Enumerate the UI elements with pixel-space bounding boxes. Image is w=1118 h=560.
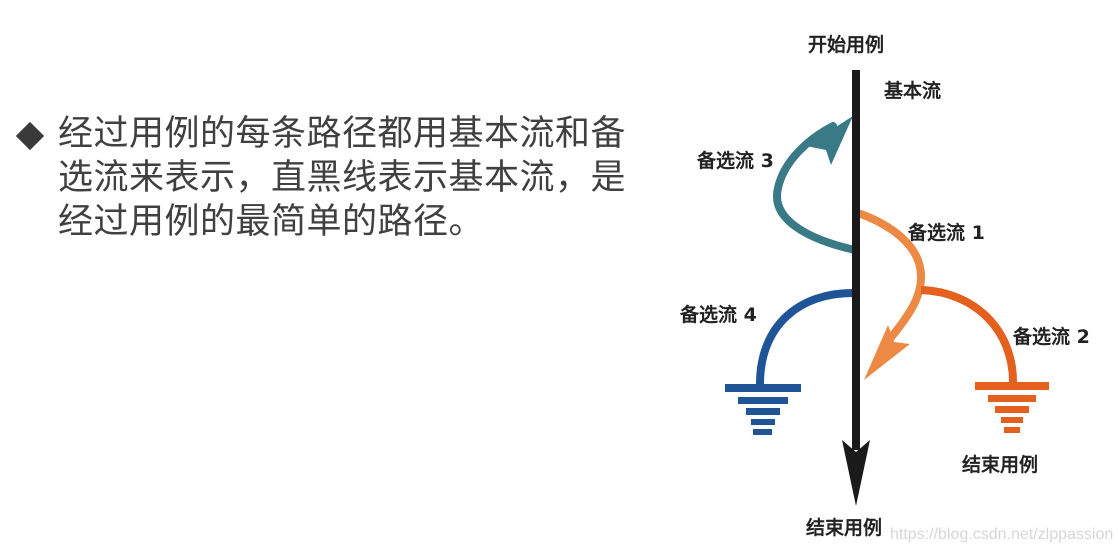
basic-flow-label: 基本流 [884, 80, 942, 102]
alt-flow-4-terminator-icon [725, 384, 801, 435]
bullet-text: 经过用例的每条路径都用基本流和备选流来表示，直黑线表示基本流，是经过用例的最简单… [58, 114, 627, 242]
alt-flow-2-label: 备选流 2 [1013, 326, 1090, 348]
start-use-case-label: 开始用例 [808, 34, 885, 56]
end-use-case-label: 结束用例 [806, 517, 883, 539]
bullet-point: 经过用例的每条路径都用基本流和备选流来表示，直黑线表示基本流，是经过用例的最简单… [10, 112, 650, 244]
alt-flow-4-path [756, 288, 856, 385]
watermark: https://blog.csdn.net/zlppassion [890, 526, 1114, 543]
alt-flow-4-label: 备选流 4 [680, 304, 757, 326]
alt-flow-1-label: 备选流 1 [908, 222, 985, 244]
alt-flow-2-path [920, 286, 1017, 383]
alt-flow-3-path [773, 116, 859, 254]
alt-flow-2-end-label: 结束用例 [962, 454, 1039, 476]
basic-flow-arrow [842, 70, 870, 506]
alt-flow-1-path [857, 210, 926, 380]
alt-flow-2-terminator-icon [975, 382, 1049, 433]
alt-flow-3-label: 备选流 3 [697, 150, 774, 172]
